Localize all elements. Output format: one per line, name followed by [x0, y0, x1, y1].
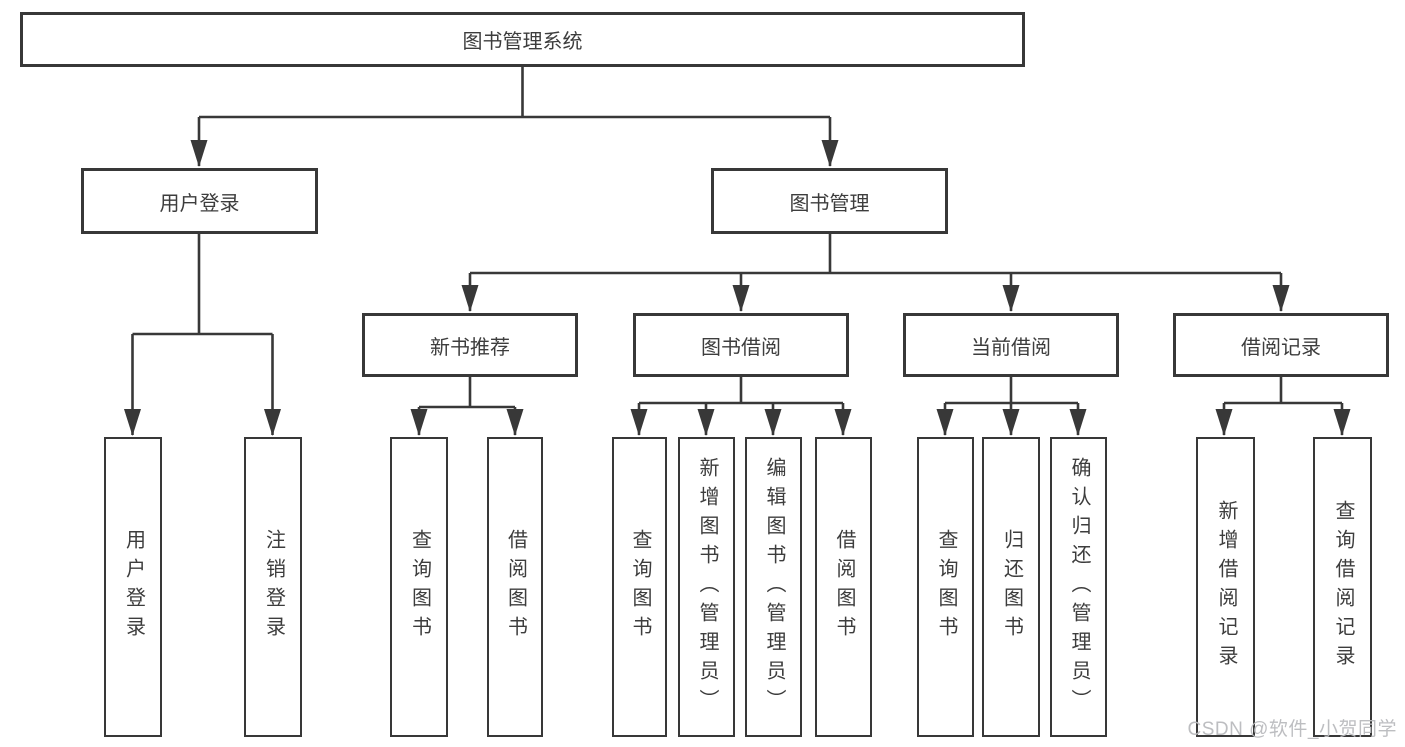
node-query-books-current-label: 查询图书 [935, 529, 957, 645]
node-add-borrow-record: 新增借阅记录 [1196, 437, 1255, 737]
node-user-login: 用户登录 [81, 168, 318, 234]
node-query-books-recommend-label: 查询图书 [408, 529, 431, 645]
node-query-borrow-record: 查询借阅记录 [1313, 437, 1372, 737]
node-confirm-return-admin-label: 确认归还（管理员） [1068, 456, 1090, 718]
node-library-system: 图书管理系统 [20, 12, 1025, 67]
connector-stems [132, 67, 1342, 409]
node-query-books-borrowing-label: 查询图书 [629, 529, 651, 645]
node-add-books-admin-label: 新增图书（管理员） [696, 456, 718, 718]
node-new-book-recommend-label: 新书推荐 [430, 336, 510, 359]
node-book-management: 图书管理 [711, 168, 948, 234]
node-add-books-admin: 新增图书（管理员） [678, 437, 735, 737]
node-borrowing-records: 借阅记录 [1173, 313, 1389, 377]
node-return-books: 归还图书 [982, 437, 1040, 737]
node-book-management-label: 图书管理 [789, 192, 870, 215]
node-query-books-current: 查询图书 [917, 437, 974, 737]
node-query-books-recommend: 查询图书 [390, 437, 448, 737]
node-user-login-label: 用户登录 [159, 192, 240, 215]
node-user-login-leaf-label: 用户登录 [122, 529, 145, 645]
node-query-borrow-record-label: 查询借阅记录 [1332, 500, 1354, 674]
node-confirm-return-admin: 确认归还（管理员） [1050, 437, 1107, 737]
node-borrow-books-recommend-label: 借阅图书 [504, 529, 527, 645]
node-return-books-label: 归还图书 [1000, 529, 1023, 645]
node-borrow-books-recommend: 借阅图书 [487, 437, 543, 737]
node-borrow-books-borrowing-label: 借阅图书 [833, 529, 855, 645]
node-user-login-leaf: 用户登录 [104, 437, 162, 737]
csdn-watermark: CSDN @软件_小贺同学 [1187, 719, 1397, 740]
node-logout-leaf: 注销登录 [244, 437, 302, 737]
node-book-borrowing-label: 图书借阅 [701, 336, 781, 359]
node-current-borrowing-label: 当前借阅 [971, 336, 1051, 359]
node-book-borrowing: 图书借阅 [633, 313, 849, 377]
node-edit-books-admin: 编辑图书（管理员） [745, 437, 802, 737]
node-library-system-label: 图书管理系统 [462, 31, 583, 53]
node-query-books-borrowing: 查询图书 [612, 437, 667, 737]
node-add-borrow-record-label: 新增借阅记录 [1215, 500, 1237, 674]
node-logout-leaf-label: 注销登录 [262, 529, 285, 645]
node-edit-books-admin-label: 编辑图书（管理员） [763, 456, 785, 718]
node-borrowing-records-label: 借阅记录 [1241, 336, 1321, 359]
node-borrow-books-borrowing: 借阅图书 [815, 437, 872, 737]
node-current-borrowing: 当前借阅 [903, 313, 1119, 377]
node-new-book-recommend: 新书推荐 [362, 313, 578, 377]
